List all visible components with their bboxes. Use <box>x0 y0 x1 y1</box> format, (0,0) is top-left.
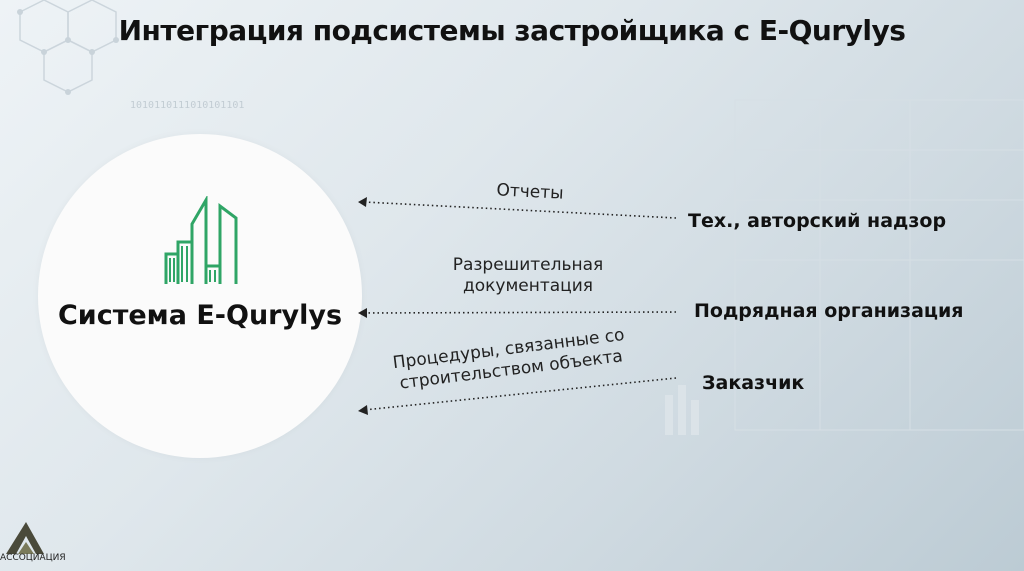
arrowhead-permits <box>358 308 367 318</box>
buildings-icon <box>164 196 238 284</box>
flow-label-permits: Разрешительная документация <box>408 255 648 297</box>
flow-label-permits-line2: документация <box>462 276 594 296</box>
arrow-procedures <box>363 377 677 411</box>
flow-arrows <box>358 197 677 415</box>
actor-supervision: Тех., авторский надзор <box>688 210 947 232</box>
arrowhead-reports <box>358 197 367 207</box>
association-label: АССОЦИАЦИЯ <box>0 553 66 563</box>
association-logo-icon <box>6 522 44 554</box>
arrowhead-procedures <box>358 405 368 415</box>
system-name: Система E-Qurylys <box>57 300 343 331</box>
svg-text:1010110111010101101: 1010110111010101101 <box>130 100 244 111</box>
actor-contractor: Подрядная организация <box>694 300 964 322</box>
actor-customer: Заказчик <box>702 372 805 394</box>
page-title: Интеграция подсистемы застройщика с E-Qu… <box>118 14 906 47</box>
arrow-reports <box>363 201 677 219</box>
arrow-permits <box>363 311 677 314</box>
system-circle <box>38 134 362 458</box>
flow-label-permits-line1: Разрешительная <box>452 255 604 275</box>
